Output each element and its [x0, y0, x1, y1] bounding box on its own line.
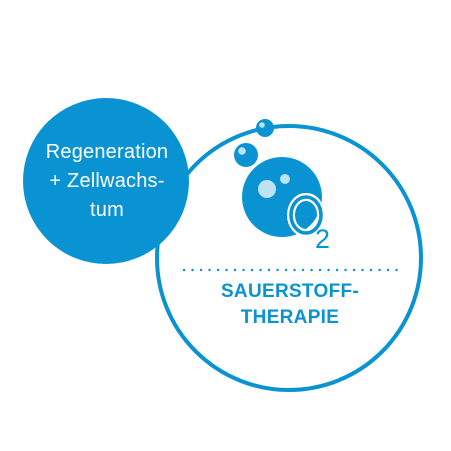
oxygen-o-ring-inner: [289, 195, 323, 235]
left-circle-line-3: tum: [90, 199, 124, 221]
left-filled-circle: [23, 98, 189, 264]
large-bubble-highlight-small: [280, 174, 290, 184]
main-label-line-2: THERAPIE: [240, 307, 340, 328]
main-circle-outline: [155, 124, 423, 392]
left-circle-line-2: + Zellwachs-: [49, 170, 165, 192]
left-circle-text: Regeneration + Zellwachs- tum: [22, 138, 192, 225]
medium-bubble-highlight: [238, 147, 246, 155]
small-bubble-top: [256, 119, 274, 137]
large-bubble: [242, 157, 322, 237]
medium-bubble: [234, 143, 258, 167]
main-label-line-1: SAUERSTOFF-: [220, 281, 360, 302]
large-bubble-highlight-big: [258, 180, 276, 198]
oxygen-bubbles-icon: 2: [234, 119, 330, 254]
left-circle-line-1: Regeneration: [45, 141, 169, 163]
small-bubble-top-highlight: [259, 122, 265, 128]
oxygen-subscript: 2: [315, 224, 330, 254]
main-circle-label: SAUERSTOFF- THERAPIE: [180, 279, 400, 331]
